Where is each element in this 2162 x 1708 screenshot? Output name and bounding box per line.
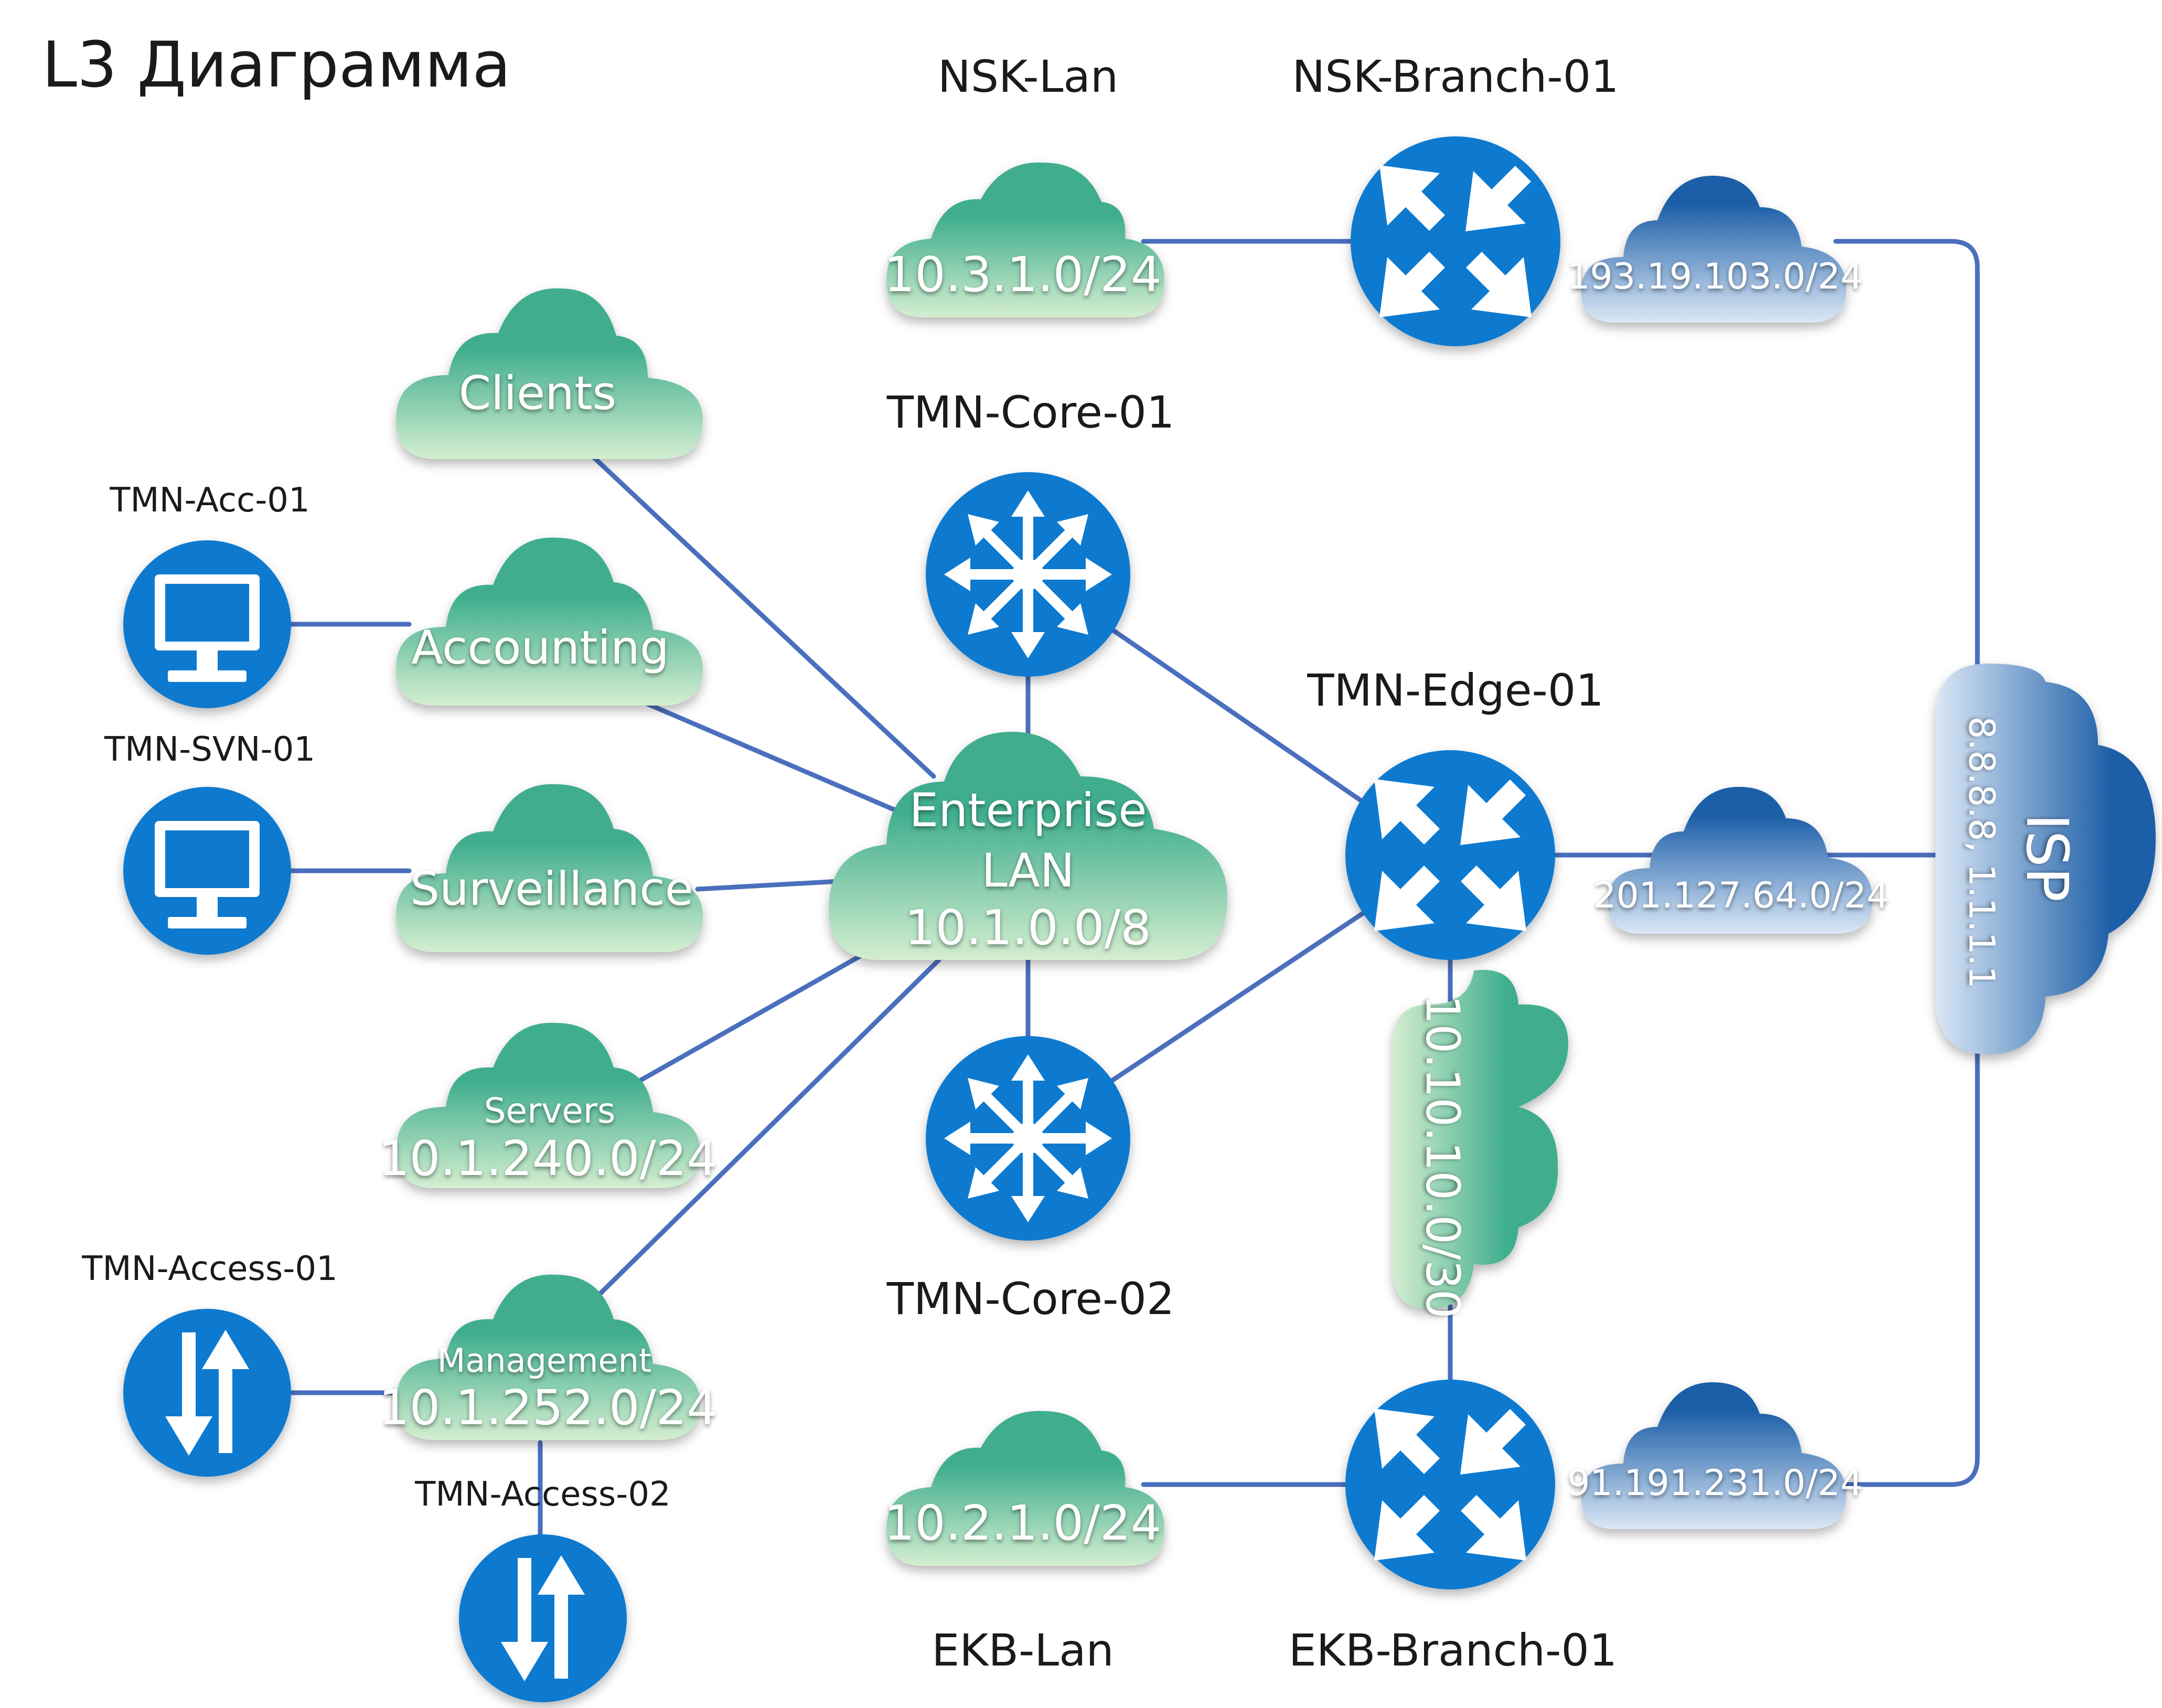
cloud-ekb-lan[interactable]	[886, 1411, 1164, 1566]
surveillance-label: Surveillance	[410, 862, 693, 916]
nsk-lan-subnet: 10.3.1.0/24	[884, 247, 1161, 303]
cloud-servers[interactable]	[396, 1022, 700, 1188]
switch-tmn-core-01[interactable]	[926, 472, 1130, 677]
router-nsk-branch-01[interactable]	[1351, 136, 1560, 346]
link-nsk-isp	[1833, 239, 1980, 685]
management-label: Management	[437, 1341, 651, 1380]
nsk-branch-label: NSK-Branch-01	[1292, 51, 1619, 102]
tmn-core-02-label: TMN-Core-02	[886, 1273, 1175, 1325]
cloud-wan-nsk[interactable]	[1581, 176, 1846, 323]
tmn-access-02-label: TMN-Access-02	[414, 1475, 671, 1514]
tmn-acc-01-label: TMN-Acc-01	[109, 481, 309, 520]
cloud-transit[interactable]	[1393, 969, 1568, 1309]
workstation-tmn-svn-01[interactable]	[123, 787, 291, 955]
links	[288, 239, 1980, 1571]
isp-label: ISP	[2014, 814, 2081, 902]
isp-dns: 8.8.8.8, 1.1.1.1	[1961, 716, 2002, 988]
access-switch-tmn-access-01[interactable]	[123, 1309, 291, 1477]
ekb-lan-subnet: 10.2.1.0/24	[884, 1495, 1161, 1551]
management-subnet: 10.1.252.0/24	[379, 1380, 718, 1436]
monitor-icon	[155, 574, 260, 682]
router-icon	[1374, 1408, 1526, 1561]
link-surveillance-enterprise	[695, 879, 842, 892]
wan-ekb-subnet: 91.191.231.0/24	[1567, 1463, 1863, 1504]
servers-subnet: 10.1.240.0/24	[379, 1130, 718, 1187]
cloud-wan-tmn[interactable]	[1608, 787, 1872, 934]
link-accounting-enterprise	[643, 700, 905, 816]
cloud-management[interactable]	[396, 1274, 700, 1440]
ekb-branch-label: EKB-Branch-01	[1289, 1625, 1618, 1676]
nsk-lan-label: NSK-Lan	[938, 51, 1118, 102]
tmn-core-01-label: TMN-Core-01	[886, 387, 1175, 438]
tmn-access-01-label: TMN-Access-01	[81, 1250, 338, 1288]
enterprise-line2: LAN	[981, 844, 1074, 898]
link-ekb-isp	[1833, 1041, 1980, 1487]
wan-nsk-subnet: 193.19.103.0/24	[1567, 256, 1863, 297]
servers-label: Servers	[484, 1091, 616, 1131]
router-ekb-branch-01[interactable]	[1345, 1380, 1555, 1589]
cloud-nsk-lan[interactable]	[886, 162, 1164, 317]
enterprise-subnet: 10.1.0.0/8	[905, 900, 1151, 956]
multilayer-switch-icon	[944, 1054, 1112, 1222]
cloud-surveillance[interactable]	[396, 784, 703, 952]
transit-subnet: 10.10.10.0/30	[1416, 995, 1470, 1318]
cloud-enterprise-lan[interactable]	[829, 732, 1227, 960]
tmn-svn-01-label: TMN-SVN-01	[104, 730, 315, 769]
diagram-title: L3 Диаграмма	[42, 29, 511, 102]
link-core01-edge	[1109, 627, 1374, 810]
router-icon	[1374, 779, 1526, 931]
clients-label: Clients	[459, 366, 617, 420]
tmn-edge-label: TMN-Edge-01	[1307, 665, 1604, 716]
multilayer-switch-icon	[944, 490, 1112, 658]
link-clients-enterprise	[590, 454, 936, 779]
cloud-accounting[interactable]	[396, 537, 703, 706]
link-core02-edge	[1109, 905, 1374, 1083]
monitor-icon	[155, 821, 260, 928]
up-down-arrows-icon	[165, 1330, 249, 1456]
accounting-label: Accounting	[411, 621, 669, 675]
up-down-arrows-icon	[501, 1555, 585, 1681]
cloud-isp[interactable]	[1935, 664, 2156, 1054]
cloud-wan-ekb[interactable]	[1581, 1382, 1846, 1529]
link-servers-enterprise	[637, 942, 884, 1083]
router-icon	[1379, 165, 1532, 317]
workstation-tmn-acc-01[interactable]	[123, 540, 291, 708]
wan-tmn-subnet: 201.127.64.0/24	[1593, 875, 1889, 916]
access-switch-tmn-access-02[interactable]	[459, 1534, 627, 1702]
ekb-lan-label: EKB-Lan	[932, 1625, 1114, 1676]
switch-tmn-core-02[interactable]	[926, 1036, 1130, 1241]
enterprise-line1: Enterprise	[909, 783, 1147, 837]
link-management-enterprise	[585, 957, 941, 1309]
cloud-clients[interactable]	[396, 288, 703, 459]
router-tmn-edge-01[interactable]	[1345, 750, 1555, 960]
